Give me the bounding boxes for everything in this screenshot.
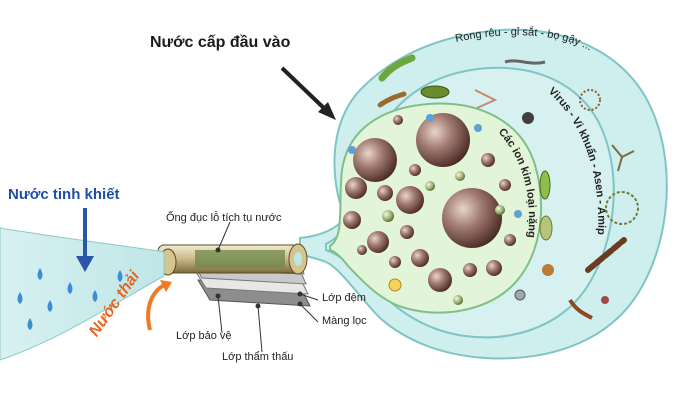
permeate-layer-label: Lớp thẩm thấu [222,351,294,363]
pure-water-cone [0,227,165,361]
ion-sphere-icon [377,185,393,201]
bacteria-icon [611,144,635,172]
membrane-module [157,243,311,307]
virus-icon [514,289,526,301]
virus-icon [522,112,534,124]
ion-sphere-icon [411,249,429,267]
ion-sphere-icon [396,186,424,214]
ion-sphere-icon [442,188,502,248]
water-drop-icon [117,270,123,282]
water-drop-icon [47,300,53,312]
feed-water-label: Nước cấp đầu vào [150,34,291,51]
ion-sphere-icon [416,113,470,167]
ion-sphere-icon [389,256,401,268]
ion-sphere-icon [345,177,367,199]
ion-sphere-icon [504,234,516,246]
algae-icon [504,59,546,65]
waste-water-arrow [146,282,168,331]
ion-sphere-icon [453,295,463,305]
virus-icon [601,296,609,304]
ion-sphere-icon [425,181,435,191]
bacteria-icon [420,85,450,99]
water-drop-icon [17,292,23,304]
ion-sphere-icon [499,179,511,191]
protective-layer-label: Lớp bảo vệ [176,330,232,342]
virus-icon [474,89,498,109]
ion-sphere-icon [382,210,394,222]
water-drop-icon [27,318,33,330]
bacteria-icon [539,215,553,241]
algae-icon [568,298,593,320]
ion-sphere-icon [495,205,505,215]
algae-icon [377,91,407,108]
water-drop-icon [37,268,43,280]
virus-icon [579,89,601,111]
ion-sphere-icon [455,171,465,181]
virus-icon [605,191,639,225]
label-leaders [215,221,319,353]
ion-sphere-icon [428,268,452,292]
ion-sphere-icon [481,153,495,167]
ion-sphere-icon [388,278,402,292]
ion-sphere-icon [409,164,421,176]
feed-water-arrow [280,66,330,114]
ion-sphere-icon [353,138,397,182]
water-drop-icon [92,290,98,302]
ion-sphere-icon [400,225,414,239]
ion-sphere-icon [348,146,356,154]
virus-icon [542,264,554,276]
water-drop-icon [67,282,73,294]
ion-sphere-icon [486,260,502,276]
microorganisms [377,54,639,320]
ion-spheres [343,113,522,305]
ion-sphere-icon [343,211,361,229]
ion-sphere-icon [393,115,403,125]
ion-sphere-icon [367,231,389,253]
ion-sphere-icon [426,114,434,122]
collection-tube-label: Ống đục lỗ tích tụ nước [166,212,282,224]
bacteria-icon [585,237,627,273]
ion-sphere-icon [463,263,477,277]
pure-water-label: Nước tinh khiết [8,186,120,203]
algae-icon [378,54,416,82]
spacer-layer-label: Lớp đệm [322,292,366,304]
ion-sphere-icon [474,124,482,132]
membrane-label: Màng lọc [322,315,367,327]
bacteria-icon [539,170,551,200]
ion-sphere-icon [357,245,367,255]
ion-sphere-icon [514,210,522,218]
